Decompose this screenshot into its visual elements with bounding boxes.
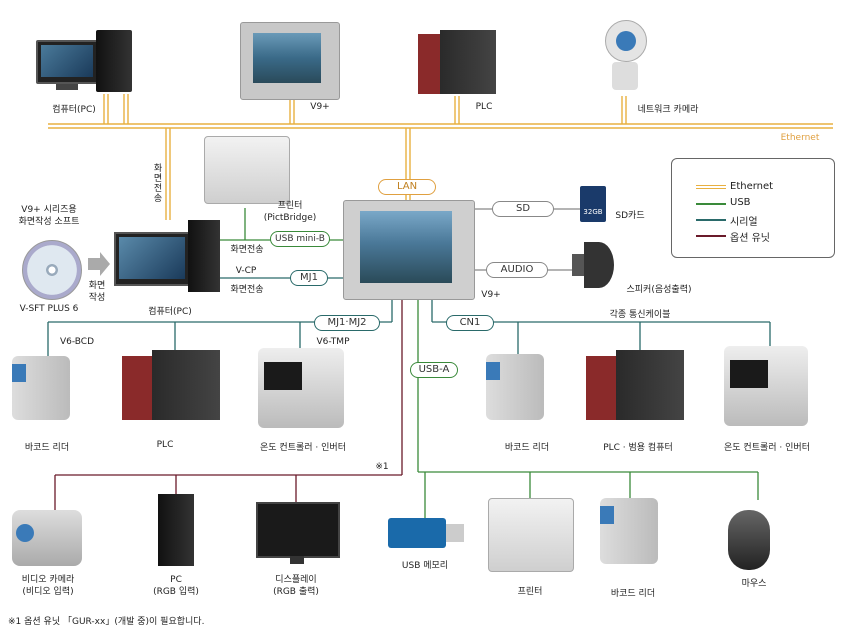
label-display: 디스플레이 (RGB 출력) <box>273 575 319 597</box>
label-plc-top: PLC <box>475 102 493 112</box>
label-ethernet: Ethernet <box>780 133 820 143</box>
label-barcode-left: 바코드 리더 <box>24 443 70 453</box>
label-software-title: V9+ 시리즈용 화면작성 소프트 <box>18 205 80 227</box>
cn1-pill: CN1 <box>446 315 494 331</box>
pc-mid-device <box>114 220 222 296</box>
label-temp-left: 온도 컨트롤러 · 인버터 <box>260 443 346 453</box>
label-v6tmp: V6-TMP <box>316 337 350 347</box>
temp-controller-right <box>724 346 808 426</box>
barcode-reader-right <box>486 354 544 420</box>
usb-mini-pill: USB mini-B <box>270 231 330 247</box>
label-pc-mid: 컴퓨터(PC) <box>148 307 192 317</box>
label-software-name: V-SFT PLUS 6 <box>19 304 79 314</box>
pc-top-device <box>36 30 136 94</box>
label-barcode-right: 바코드 리더 <box>504 443 550 453</box>
label-v9-top: V9+ <box>310 102 330 112</box>
printer-bottom-device <box>488 498 574 572</box>
label-mouse: 마우스 <box>741 579 767 589</box>
label-netcam: 네트워크 카메라 <box>637 105 699 115</box>
label-cables: 각종 통신케이블 <box>609 310 671 320</box>
plc-right-device <box>586 350 684 420</box>
video-camera-device <box>12 510 82 566</box>
label-printer-bottom: 프린터 <box>517 587 543 597</box>
pc-rgb-device <box>158 494 194 566</box>
label-video-camera: 비디오 카메라 (비디오 입력) <box>21 575 75 597</box>
label-vcp: V-CP <box>235 266 257 276</box>
legend-box: Ethernet USB 시리얼 옵션 유닛 <box>671 158 835 258</box>
legend-ethernet: Ethernet <box>696 181 773 192</box>
plc-left-device <box>122 350 220 420</box>
label-sd-card: SD카드 <box>615 211 645 221</box>
label-v6bcd: V6-BCD <box>59 337 95 347</box>
label-screen-create: 화면 작성 <box>88 281 106 303</box>
label-screen-transfer-1: 화면전송 <box>230 245 264 255</box>
label-pc-rgb: PC (RGB 입력) <box>153 575 199 597</box>
audio-pill: AUDIO <box>486 262 548 278</box>
barcode-reader-bottom <box>600 498 658 564</box>
network-camera-device <box>600 20 650 94</box>
label-screen-transfer-2: 화면전송 <box>230 285 264 295</box>
sd-pill: SD <box>492 201 554 217</box>
label-usb-memory: USB 메모리 <box>401 561 449 571</box>
lan-pill: LAN <box>378 179 436 195</box>
printer-top-device <box>204 136 290 204</box>
mj12-pill: MJ1·MJ2 <box>314 315 380 331</box>
temp-controller-left <box>258 348 344 428</box>
legend-usb: USB <box>696 197 751 208</box>
software-cd-icon <box>22 240 82 300</box>
v9-top-device <box>240 22 340 100</box>
barcode-reader-left <box>12 356 70 420</box>
v9-main-unit <box>343 200 475 300</box>
label-speaker: 스피커(음성출력) <box>626 285 692 295</box>
mouse-device <box>728 510 770 570</box>
footnote: ※1 옵션 유닛 「GUR-xx」(개발 중)이 필요합니다. <box>8 617 205 627</box>
usb-a-pill: USB-A <box>410 362 458 378</box>
label-plc-left: PLC <box>156 440 174 450</box>
sd-card-icon: 32GB <box>580 186 606 222</box>
plc-top-device <box>418 26 496 96</box>
usb-memory-icon <box>388 518 466 548</box>
label-plc-right: PLC · 범용 컴퓨터 <box>603 443 673 453</box>
label-temp-right: 온도 컨트롤러 · 인버터 <box>724 443 810 453</box>
label-note-mark: ※1 <box>375 462 389 472</box>
label-v9-center: V9+ <box>481 290 501 300</box>
label-pc-top: 컴퓨터(PC) <box>52 105 96 115</box>
legend-serial: 시리얼 <box>696 213 758 228</box>
legend-option: 옵션 유닛 <box>696 229 770 244</box>
mj1-pill: MJ1 <box>290 270 328 286</box>
display-device <box>256 502 340 564</box>
speaker-icon <box>572 240 616 290</box>
label-printer-top: 프린터 (PictBridge) <box>263 201 317 223</box>
label-barcode-bottom: 바코드 리더 <box>610 589 656 599</box>
label-screen-transfer-vertical: 화면전송 <box>153 164 163 204</box>
